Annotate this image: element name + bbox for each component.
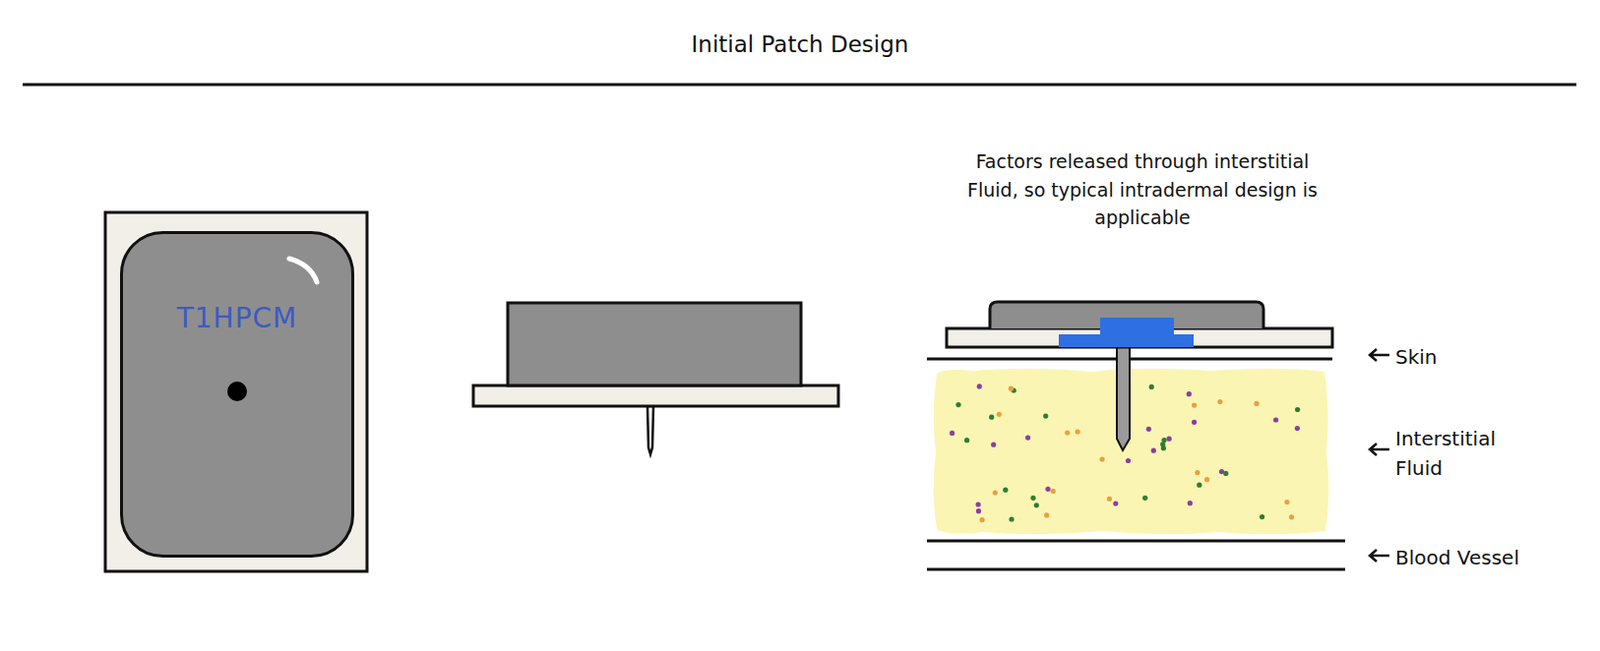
layer-label: Skin (1395, 342, 1573, 372)
patch-body: T1HPCM (120, 231, 355, 558)
patch-shape (120, 231, 355, 558)
interstitial-fluid (933, 369, 1330, 536)
side-view (473, 303, 839, 455)
label-arrows (1369, 349, 1390, 562)
blood-vessel-wall (926, 540, 1346, 544)
patch-label: T1HPCM (120, 302, 355, 335)
patch-backing (105, 212, 368, 572)
cross-section (926, 302, 1346, 570)
needle (1116, 347, 1130, 451)
reservoir (1058, 334, 1194, 348)
note: Factors released through interstitial Fl… (960, 147, 1325, 233)
layer-label: Interstitial Fluid (1395, 424, 1534, 484)
reservoir (1100, 317, 1174, 336)
blood-vessel-wall (926, 568, 1346, 572)
title-rule (22, 83, 1577, 87)
layer-label: Blood Vessel (1395, 543, 1583, 573)
title: Initial Patch Design (0, 31, 1600, 58)
